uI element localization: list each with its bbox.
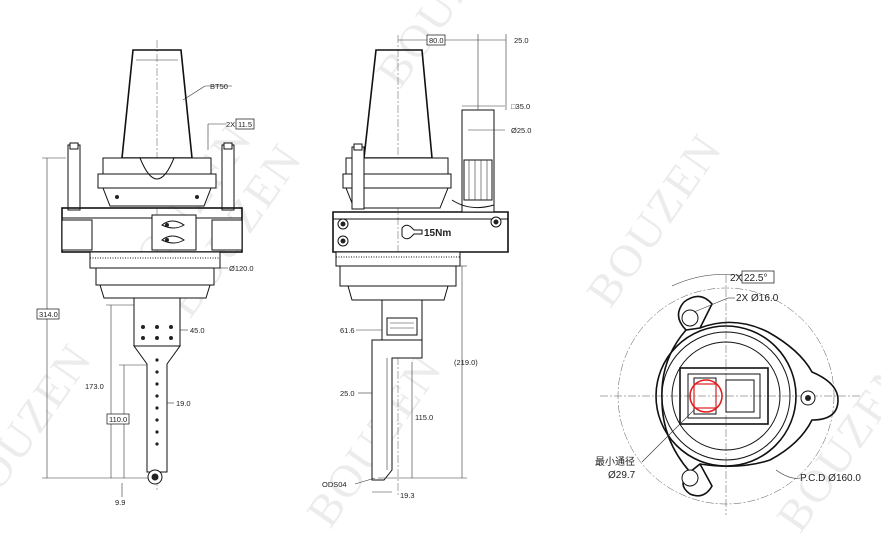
square-dim: □35.0 [511,102,530,111]
right-view: 2X 22.5° 2X Ø16.0 最小通径 Ø29.7 P.C.D Ø160.… [595,270,861,515]
tip-dim: 9.9 [115,498,125,507]
taper-label: BT50 [210,82,228,91]
length-173: 173.0 [85,382,104,391]
watermark-text: BOUZEN [0,334,102,526]
middle-view: 15Nm 80.0 25.0 □35.0 Ø25.0 [322,34,531,500]
chamfer-value: 11.5 [238,120,252,129]
angle-prefix: 2X [730,273,743,284]
dim-61: 61.6 [340,326,355,335]
dim-115: 115.0 [415,413,433,422]
watermark-text: BOUZEN [576,124,732,316]
top-25: 25.0 [514,36,529,45]
dia-25: Ø25.0 [511,126,531,135]
chamfer-prefix: 2X [226,120,235,129]
dim-19-3: 19.3 [400,491,415,500]
total-length: 314.0 [39,310,58,319]
shaft-holes [141,325,173,340]
offset-top: 80.0 [429,36,444,45]
watermark-text: BOUZEN [366,0,522,96]
dim-25: 25.0 [340,389,355,398]
pcd-label: P.C.D Ø160.0 [800,473,861,484]
flange-diameter: Ø120.0 [229,264,254,273]
angle-value: 22.5° [744,273,767,284]
torque-label: 15Nm [424,228,451,239]
min-bore-value: Ø29.7 [608,470,636,481]
shaft-holes-lower [155,358,159,446]
dim-219: (219.0) [454,358,478,367]
model-label: ODS04 [322,480,347,489]
width-19: 19.0 [176,399,191,408]
left-view: BT50 2X 11.5 Ø120.0 314.0 173.0 110.0 45… [36,40,255,507]
length-110: 110.0 [109,415,127,424]
min-bore-label: 最小通径 [595,455,635,468]
holes-label: 2X Ø16.0 [736,293,779,304]
shaft-width: 45.0 [190,326,205,335]
min-bore-circle [689,379,723,413]
